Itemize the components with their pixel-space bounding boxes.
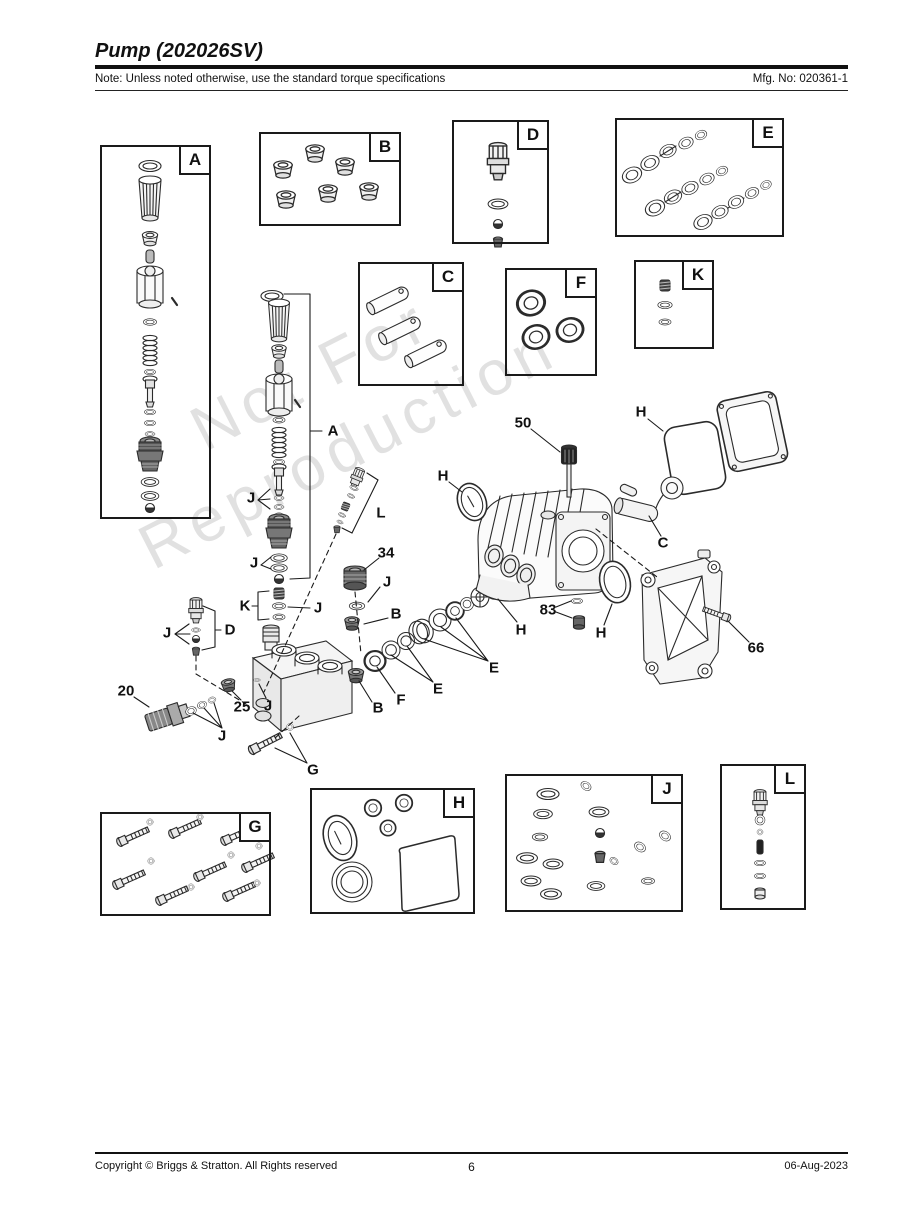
- inset-box-j-label: J: [651, 774, 683, 804]
- inset-box-f-label: F: [565, 268, 597, 298]
- callout-25: 25: [233, 698, 251, 716]
- callout-j: J: [249, 554, 259, 572]
- inset-box-l: L: [720, 764, 806, 910]
- callout-66: 66: [747, 639, 765, 657]
- footer-page-number: 6: [468, 1160, 475, 1174]
- inset-box-j: J: [505, 774, 683, 912]
- inset-box-f: F: [505, 268, 597, 376]
- inset-box-c-label: C: [432, 262, 464, 292]
- callout-j: J: [246, 489, 256, 507]
- inset-box-e-label: E: [752, 118, 784, 148]
- callout-j: J: [162, 624, 172, 642]
- torque-note: Note: Unless noted otherwise, use the st…: [95, 73, 446, 85]
- header-note-row: Note: Unless noted otherwise, use the st…: [95, 73, 848, 85]
- inset-box-h-label: H: [443, 788, 475, 818]
- inset-box-e: E: [615, 118, 784, 237]
- callout-e: E: [488, 659, 500, 677]
- inset-box-g: G: [100, 812, 271, 916]
- footer-date: 06-Aug-2023: [784, 1160, 848, 1172]
- callout-50: 50: [514, 414, 532, 432]
- inset-box-c: C: [358, 262, 464, 386]
- callout-a: A: [327, 422, 339, 440]
- callout-k: K: [239, 597, 251, 615]
- header-rule: [95, 65, 848, 69]
- inset-box-h: H: [310, 788, 475, 914]
- inset-box-d: D: [452, 120, 549, 244]
- callout-g: G: [307, 761, 319, 779]
- mfg-number: Mfg. No: 020361-1: [752, 73, 848, 85]
- callout-j: J: [263, 697, 273, 715]
- callout-f: F: [396, 691, 406, 709]
- callout-20: 20: [117, 682, 135, 700]
- callout-j: J: [313, 599, 323, 617]
- callout-h: H: [437, 467, 449, 485]
- inset-box-d-label: D: [517, 120, 549, 150]
- callout-h: H: [635, 403, 647, 421]
- inset-box-b-label: B: [369, 132, 401, 162]
- inset-box-a-label: A: [179, 145, 211, 175]
- callout-b: B: [390, 605, 402, 623]
- callout-j: J: [217, 727, 227, 745]
- page-title: Pump (202026SV): [95, 40, 263, 62]
- callout-b: B: [372, 699, 384, 717]
- callout-j: J: [382, 573, 392, 591]
- callout-l: L: [376, 504, 386, 522]
- callout-c: C: [657, 534, 669, 552]
- callout-83: 83: [539, 601, 557, 619]
- callout-d: D: [224, 621, 236, 639]
- inset-box-g-label: G: [239, 812, 271, 842]
- footer-copyright: Copyright © Briggs & Stratton. All Right…: [95, 1160, 338, 1172]
- inset-box-l-label: L: [774, 764, 806, 794]
- inset-box-a: A: [100, 145, 211, 519]
- footer-rule: [95, 1152, 848, 1154]
- callout-h: H: [515, 621, 527, 639]
- header-subrule: [95, 90, 848, 91]
- inset-box-k-label: K: [682, 260, 714, 290]
- callout-e: E: [432, 680, 444, 698]
- callout-h: H: [595, 624, 607, 642]
- callout-34: 34: [377, 544, 395, 562]
- inset-box-k: K: [634, 260, 714, 349]
- inset-box-b: B: [259, 132, 401, 226]
